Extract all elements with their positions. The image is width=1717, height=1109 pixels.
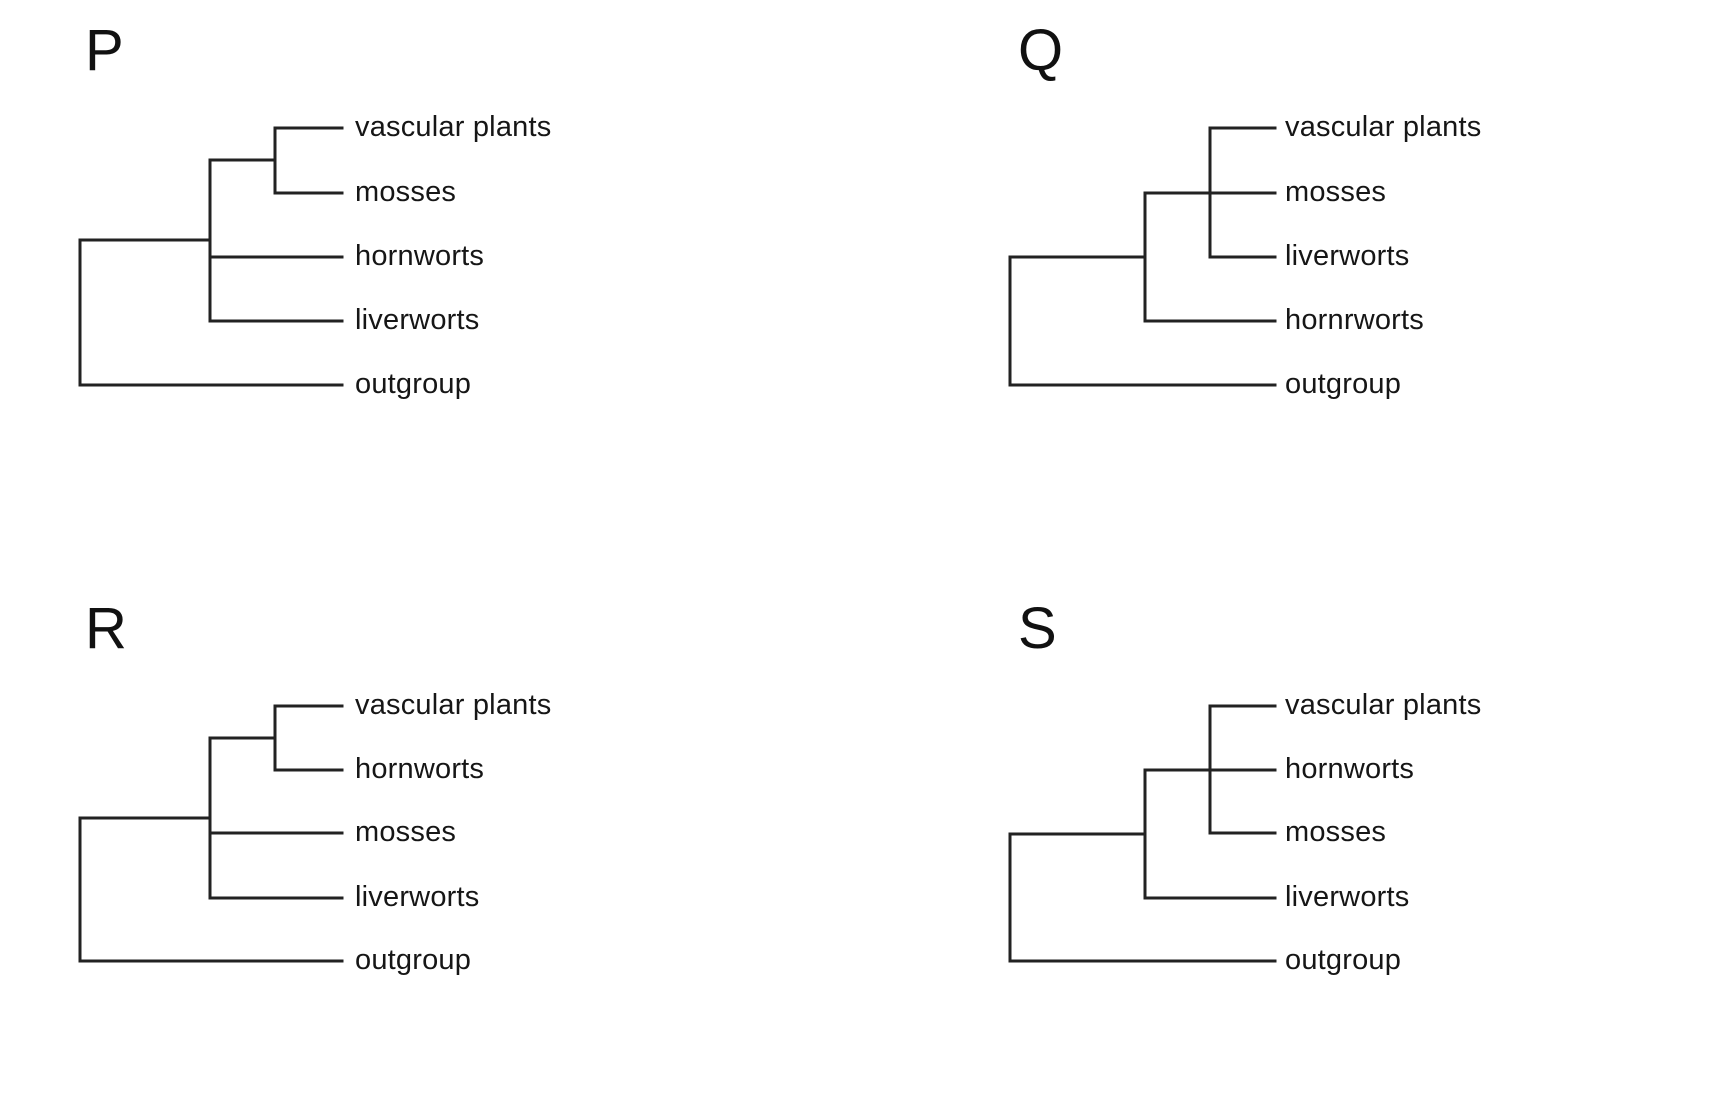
tree-R: R vascular plants hornworts mosses liver… [0, 578, 790, 1109]
tree-P: P vascular plants mosses hornworts liver… [0, 0, 790, 540]
taxon-label: vascular plants [1285, 110, 1482, 143]
taxon-label: mosses [1285, 815, 1387, 848]
tree-branches [1008, 126, 1277, 387]
taxon-label: hornworts [355, 752, 485, 785]
taxon-label: vascular plants [355, 110, 552, 143]
taxon-label: liverworts [1285, 239, 1410, 272]
taxon-label: mosses [355, 175, 457, 208]
taxon-label: outgroup [355, 367, 472, 400]
tree-S: S vascular plants hornworts mosses liver… [930, 578, 1717, 1109]
taxon-label: mosses [1285, 175, 1387, 208]
tree-branches [78, 126, 344, 387]
tree-label: P [85, 18, 124, 83]
tree-label: R [85, 596, 127, 661]
taxon-label: mosses [355, 815, 457, 848]
taxon-label: hornworts [355, 239, 485, 272]
tree-label: S [1018, 596, 1057, 661]
tree-branches [78, 704, 344, 963]
taxon-label: liverworts [1285, 880, 1410, 913]
taxon-label: outgroup [355, 943, 472, 976]
tree-branches [1008, 704, 1277, 963]
taxon-label: hornrworts [1285, 303, 1424, 336]
taxon-label: outgroup [1285, 943, 1402, 976]
taxon-label: vascular plants [1285, 688, 1482, 721]
taxon-label: liverworts [355, 880, 480, 913]
tree-label: Q [1018, 18, 1064, 83]
taxon-label: vascular plants [355, 688, 552, 721]
taxon-label: liverworts [355, 303, 480, 336]
tree-Q: Q vascular plants mosses liverworts horn… [930, 0, 1717, 540]
taxon-label: hornworts [1285, 752, 1415, 785]
taxon-label: outgroup [1285, 367, 1402, 400]
